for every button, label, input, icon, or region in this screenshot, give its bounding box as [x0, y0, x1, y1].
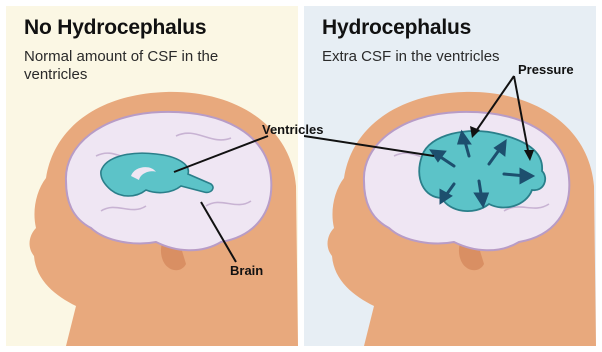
panel-hydrocephalus: Hydrocephalus Extra CSF in the ventricle… [304, 6, 596, 346]
brain-label: Brain [230, 263, 263, 278]
pressure-label: Pressure [518, 62, 574, 77]
ventricles-label: Ventricles [262, 122, 323, 137]
left-title: No Hydrocephalus [24, 16, 206, 40]
right-title: Hydrocephalus [322, 16, 471, 40]
left-subtitle: Normal amount of CSF in the ventricles [24, 48, 224, 84]
panel-no-hydrocephalus: No Hydrocephalus Normal amount of CSF in… [6, 6, 298, 346]
right-subtitle: Extra CSF in the ventricles [322, 48, 522, 66]
